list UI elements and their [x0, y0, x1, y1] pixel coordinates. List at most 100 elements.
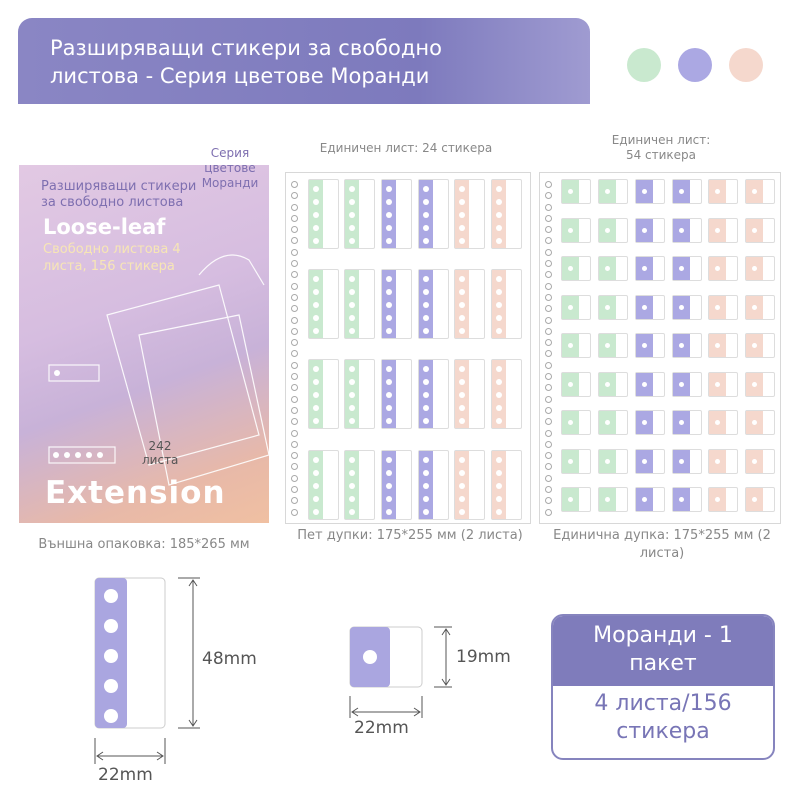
sticker-hole: [386, 483, 392, 489]
sticker-hole: [496, 302, 502, 308]
single-hole-sticker: [745, 371, 775, 397]
sticker-hole: [752, 266, 757, 271]
sticker-hole: [752, 381, 757, 387]
sticker-hole: [679, 458, 684, 464]
package-heading: Loose-leaf: [43, 215, 166, 239]
five-hole-sticker: [381, 450, 412, 520]
sticker-hole: [349, 302, 355, 308]
sticker-hole: [423, 496, 429, 502]
binder-hole: [545, 214, 552, 222]
binder-hole: [291, 452, 298, 460]
five-hole-sticker: [491, 269, 522, 339]
sticker-hole: [386, 379, 392, 385]
sticker-hole: [313, 199, 319, 205]
sticker-hole: [752, 343, 757, 348]
sticker-hole: [459, 225, 465, 231]
sticker-hole: [423, 470, 429, 476]
sticker-hole: [715, 458, 720, 464]
binder-hole: [545, 373, 552, 381]
binder-hole: [545, 361, 552, 369]
sticker-hole: [715, 420, 720, 425]
sticker-hole: [642, 227, 647, 233]
sticker-hole: [423, 225, 429, 231]
package-subtitle: Разширяващи стикери за свободно листова: [41, 179, 197, 210]
five-hole-sticker: [491, 179, 522, 249]
sticker-hole: [642, 189, 647, 194]
binder-hole: [291, 339, 298, 347]
sticker-hole: [313, 483, 319, 489]
sticker-hole: [423, 457, 429, 463]
binder-hole: [291, 395, 298, 403]
single-hole-sticker: [672, 448, 702, 474]
sticker-hole: [605, 381, 610, 387]
sticker-hole: [496, 186, 502, 192]
peach-swatch: [729, 48, 763, 82]
binder-hole: [545, 474, 552, 482]
sticker-hole: [349, 392, 355, 398]
single-hole-sticker: [745, 294, 775, 320]
binder-hole: [291, 440, 298, 448]
binder-hole: [291, 248, 298, 256]
sticker-hole: [349, 212, 355, 218]
package-caption: Външна опаковка: 185*265 мм: [38, 537, 250, 552]
sticker-hole: [386, 366, 392, 372]
sticker-hole: [459, 238, 465, 244]
five-hole-sheet: [285, 172, 531, 524]
sticker-hole: [752, 458, 757, 464]
sticker-hole: [752, 497, 757, 502]
sticker-hole: [423, 379, 429, 385]
sticker-hole: [423, 238, 429, 244]
sticker-hole: [496, 470, 502, 476]
binder-hole: [291, 203, 298, 211]
sticker-hole: [459, 496, 465, 502]
page-title: Разширяващи стикери за свободно листова …: [50, 36, 442, 88]
sticker-hole: [386, 496, 392, 502]
sticker-hole: [386, 392, 392, 398]
binder-hole: [545, 271, 552, 279]
sticker-hole: [386, 315, 392, 321]
sticker-hole: [679, 381, 684, 387]
binder-hole: [545, 384, 552, 392]
sticker-hole: [313, 470, 319, 476]
single-hole-sticker: [708, 487, 738, 512]
sticker-hole: [386, 238, 392, 244]
sticker-hole: [423, 366, 429, 372]
sticker-hole: [386, 199, 392, 205]
single-hole-sticker: [561, 294, 591, 320]
single-hole-height: 19mm: [456, 647, 511, 667]
five-hole-sticker: [381, 359, 412, 429]
summary-detail: 4 листа/156 стикера: [594, 691, 732, 744]
package-count: 242 листа: [142, 439, 179, 467]
five-hole-height: 48mm: [202, 649, 257, 669]
five-hole-sticker: [418, 359, 449, 429]
sticker-hole: [679, 420, 684, 425]
sticker-hole: [386, 302, 392, 308]
binder-holes: [545, 181, 553, 520]
single-hole-sticker: [708, 217, 738, 243]
sticker-hole: [568, 458, 573, 464]
five-hole-sticker: [454, 359, 485, 429]
sticker-hole: [715, 343, 720, 348]
five-hole-sticker: [418, 179, 449, 249]
sticker-hole: [568, 227, 573, 233]
sticker-hole: [605, 458, 610, 464]
sticker-hole: [349, 238, 355, 244]
sticker-hole: [313, 509, 319, 515]
binder-hole: [545, 181, 552, 188]
sticker-hole: [423, 186, 429, 192]
green-swatch: [627, 48, 661, 82]
five-hole-sticker: [308, 359, 339, 429]
package-illustration: [48, 254, 269, 486]
single-hole-sticker: [672, 410, 702, 435]
binder-hole: [291, 384, 298, 392]
sticker-hole: [715, 189, 720, 194]
single-hole-sticker: [598, 371, 628, 397]
five-hole-sticker: [381, 269, 412, 339]
single-hole-sticker: [598, 294, 628, 320]
single-hole-sticker: [635, 371, 665, 397]
sticker-hole: [349, 483, 355, 489]
binder-hole: [545, 497, 552, 505]
sticker-hole: [459, 509, 465, 515]
sticker-hole: [496, 379, 502, 385]
sticker-hole: [459, 212, 465, 218]
